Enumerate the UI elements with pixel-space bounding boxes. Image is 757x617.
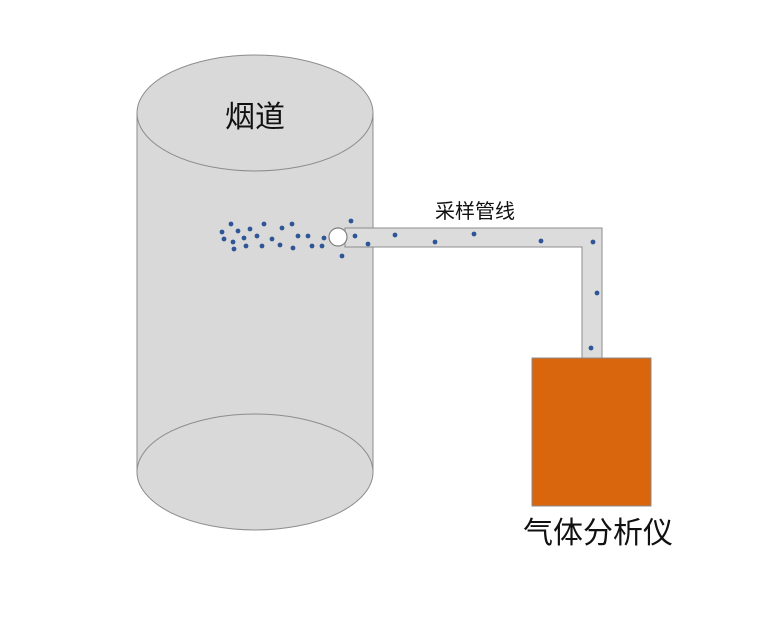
flue-cylinder-top: [136, 54, 374, 172]
particle-dot: [309, 243, 315, 249]
probe-inlet: [328, 227, 348, 247]
particle-group: [219, 218, 600, 351]
particle-dot: [432, 239, 438, 245]
flue-cylinder: [136, 54, 374, 531]
particle-dot: [290, 245, 296, 251]
particle-dot: [243, 243, 249, 249]
particle-dot: [221, 236, 227, 242]
particle-dot: [295, 233, 301, 239]
particle-dot: [348, 218, 354, 224]
particle-dot: [231, 246, 237, 252]
gas-analyzer-box: [531, 357, 652, 507]
particle-dot: [305, 233, 311, 239]
flue-label: 烟道: [225, 100, 285, 135]
sampling-pipe: [344, 227, 603, 359]
particle-dot: [261, 221, 267, 227]
flue-cylinder-body: [136, 112, 374, 531]
particle-dot: [259, 243, 265, 249]
particle-dot: [319, 243, 325, 249]
particle-dot: [235, 228, 241, 234]
particle-dot: [590, 239, 596, 245]
particle-dot: [392, 232, 398, 238]
particle-dot: [588, 345, 594, 351]
particle-dot: [538, 238, 544, 244]
particle-dot: [247, 226, 253, 232]
flue-cylinder-bottom-rim: [136, 413, 374, 473]
particle-dot: [279, 225, 285, 231]
particle-dot: [594, 290, 600, 296]
particle-dot: [269, 236, 275, 242]
particle-dot: [321, 235, 327, 241]
particle-dot: [352, 233, 358, 239]
particle-dot: [277, 242, 283, 248]
particle-dot: [219, 229, 225, 235]
particle-dot: [289, 221, 295, 227]
particle-dot: [230, 239, 236, 245]
particle-dot: [339, 253, 345, 259]
particle-dot: [471, 231, 477, 237]
sampling-line-label: 采样管线: [435, 199, 515, 223]
particle-dot: [228, 221, 234, 227]
particle-dot: [241, 235, 247, 241]
particle-dot: [254, 233, 260, 239]
particle-dot: [365, 241, 371, 247]
gas-analyzer-label: 气体分析仪: [523, 516, 673, 551]
